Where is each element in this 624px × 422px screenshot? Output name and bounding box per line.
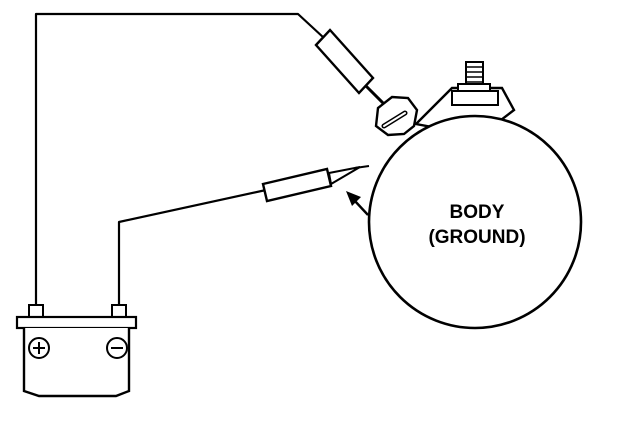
body-label: BODY [450, 202, 505, 223]
body-probe-point [354, 165, 370, 169]
starter-body-circle [367, 114, 583, 330]
battery [15, 304, 138, 398]
positive-terminal-icon [28, 337, 50, 359]
starter-motor: BODY (GROUND) [367, 61, 583, 330]
body-probe [261, 165, 370, 203]
terminal-probe-handle [314, 28, 375, 95]
terminal-cap [374, 95, 419, 137]
terminal-probe [314, 28, 390, 110]
ground-label: (GROUND) [428, 227, 525, 248]
battery-case [22, 328, 131, 398]
negative-lead-wire [117, 188, 267, 307]
battery-lid [15, 315, 138, 330]
body-probe-handle [261, 167, 333, 203]
battery-positive-post [28, 304, 44, 318]
contact-arrow [346, 191, 369, 216]
positive-lead-wire [34, 12, 325, 307]
negative-terminal-icon [106, 337, 128, 359]
terminal-stud [451, 61, 499, 106]
battery-negative-post [111, 304, 127, 318]
body-probe-needle [327, 166, 361, 186]
wires [34, 12, 325, 307]
